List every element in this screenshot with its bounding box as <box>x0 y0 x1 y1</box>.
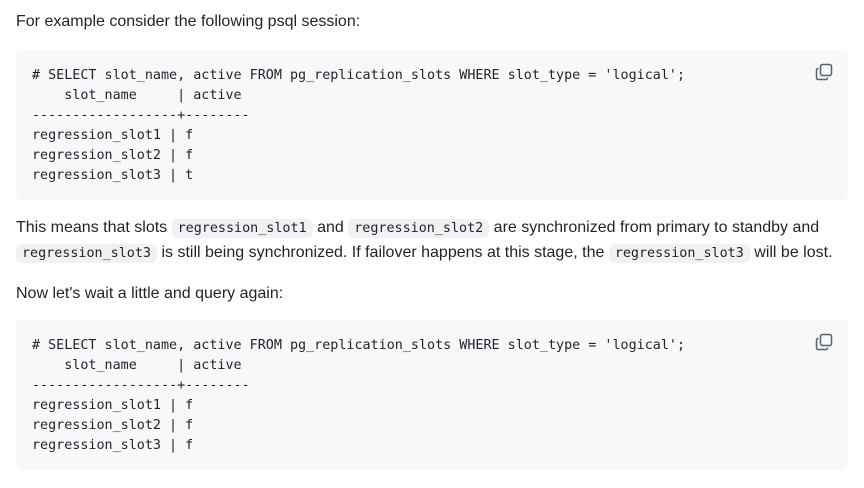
code-line: # SELECT slot_name, active FROM pg_repli… <box>32 338 686 353</box>
text-run: and <box>312 219 349 236</box>
text-run: This means that slots <box>16 219 172 236</box>
copy-icon <box>815 333 833 351</box>
code-block-2-text[interactable]: # SELECT slot_name, active FROM pg_repli… <box>32 336 685 456</box>
intro-paragraph: For example consider the following psql … <box>16 13 361 30</box>
inline-code: regression_slot3 <box>608 244 750 263</box>
code-line: slot_name | active <box>32 358 242 373</box>
code-block-1-text[interactable]: # SELECT slot_name, active FROM pg_repli… <box>32 66 685 186</box>
text-run: are synchronized from primary to standby… <box>489 219 820 236</box>
code-line: ------------------+-------- <box>32 378 250 393</box>
inline-code: regression_slot1 <box>171 219 313 238</box>
wait-paragraph: Now let's wait a little and query again: <box>16 285 284 302</box>
copy-button-1[interactable] <box>814 62 834 82</box>
explanation-paragraph: This means that slots regression_slot1 a… <box>16 216 848 266</box>
code-line: ------------------+-------- <box>32 108 250 123</box>
code-line: # SELECT slot_name, active FROM pg_repli… <box>32 68 686 83</box>
copy-button-2[interactable] <box>814 332 834 352</box>
code-line: slot_name | active <box>32 88 242 103</box>
text-run: is still being synchronized. If failover… <box>157 244 609 261</box>
code-line: regression_slot1 | f <box>32 398 194 413</box>
code-block-1[interactable]: # SELECT slot_name, active FROM pg_repli… <box>16 50 848 200</box>
code-block-2[interactable]: # SELECT slot_name, active FROM pg_repli… <box>16 320 848 470</box>
inline-code: regression_slot2 <box>348 219 490 238</box>
text-run: will be lost. <box>749 244 833 261</box>
code-line: regression_slot3 | t <box>32 168 194 183</box>
code-line: regression_slot1 | f <box>32 128 194 143</box>
code-line: regression_slot3 | f <box>32 438 194 453</box>
code-line: regression_slot2 | f <box>32 418 194 433</box>
copy-icon <box>815 63 833 81</box>
inline-code: regression_slot3 <box>16 244 157 263</box>
code-line: regression_slot2 | f <box>32 148 194 163</box>
